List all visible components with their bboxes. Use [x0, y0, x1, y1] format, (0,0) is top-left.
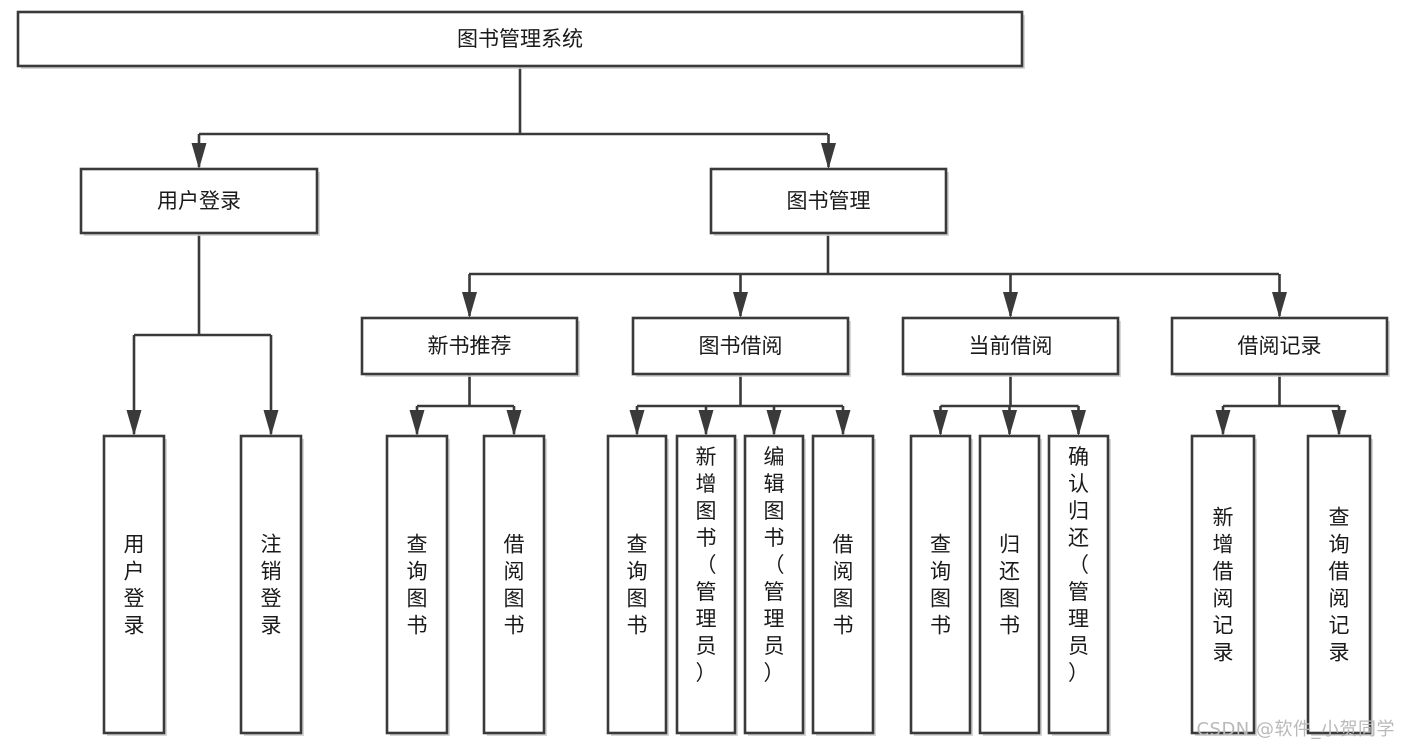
node-label: 编辑图书（管理员） — [764, 445, 785, 685]
node-leaf-confirm-return-admin[interactable]: 确认归还（管理员） — [1047, 434, 1111, 736]
node-label: 查询图书 — [627, 533, 648, 638]
arrow-head-icon — [629, 410, 645, 436]
node-leaf-add-book-admin[interactable]: 新增图书（管理员） — [675, 434, 738, 736]
node-rect — [606, 434, 668, 735]
node-leaf-borrow-book[interactable]: 借阅图书 — [811, 434, 876, 736]
node-leaf-query-book-borrow[interactable]: 查询图书 — [606, 434, 669, 736]
csdn-watermark: CSDN @软件_小贺同学 — [1196, 719, 1395, 740]
node-rect — [1190, 434, 1256, 735]
arrow-head-icon — [821, 143, 836, 169]
node-label: 查询图书 — [930, 533, 951, 638]
node-rect — [709, 167, 948, 235]
node-label: 借阅图书 — [504, 533, 525, 638]
node-label: 注销登录 — [261, 533, 282, 638]
node-rect — [1306, 434, 1372, 735]
arrow-head-icon — [1003, 292, 1018, 318]
node-label: 图书管理 — [787, 189, 871, 213]
node-rect — [675, 434, 737, 735]
arrow-head-icon — [766, 410, 782, 436]
node-label: 用户登录 — [124, 533, 145, 638]
arrow-head-icon — [733, 292, 748, 318]
node-rect — [811, 434, 875, 735]
node-rect — [239, 434, 303, 735]
node-rect — [743, 434, 805, 735]
arrow-head-icon — [1272, 292, 1287, 318]
node-rect — [631, 316, 850, 376]
arrow-head-icon — [1002, 410, 1017, 436]
node-label: 查询图书 — [407, 533, 428, 638]
node-rect — [1047, 434, 1110, 735]
node-label: 图书借阅 — [699, 334, 783, 358]
arrow-head-icon — [462, 292, 477, 318]
node-leaf-query-book-recommend[interactable]: 查询图书 — [385, 434, 450, 736]
node-label: 查询借阅记录 — [1329, 506, 1350, 665]
arrow-head-icon — [126, 410, 142, 436]
arrow-head-icon — [835, 410, 851, 436]
connector-layer — [126, 66, 1347, 436]
arrow-head-icon — [1071, 410, 1086, 436]
node-rect — [16, 10, 1024, 68]
arrow-head-icon — [933, 410, 948, 436]
node-leaf-query-borrow-record[interactable]: 查询借阅记录 — [1306, 434, 1373, 736]
node-label: 确认归还（管理员） — [1068, 445, 1089, 685]
node-rect — [909, 434, 972, 735]
node-current-borrow[interactable]: 当前借阅 — [901, 316, 1121, 377]
node-rect — [901, 316, 1120, 376]
node-layer: 图书管理系统用户登录图书管理新书推荐图书借阅当前借阅借阅记录用户登录注销登录查询… — [16, 10, 1390, 736]
node-leaf-edit-book-admin[interactable]: 编辑图书（管理员） — [743, 434, 806, 736]
arrow-head-icon — [506, 410, 522, 436]
node-rect — [1170, 316, 1389, 376]
arrow-head-icon — [1215, 410, 1231, 436]
node-rect — [79, 167, 319, 235]
node-book-management[interactable]: 图书管理 — [709, 167, 949, 236]
arrow-head-icon — [263, 410, 279, 436]
arrow-head-icon — [1331, 410, 1347, 436]
node-borrow-records[interactable]: 借阅记录 — [1170, 316, 1390, 377]
node-rect — [102, 434, 166, 735]
arrow-head-icon — [409, 410, 425, 436]
node-user-login[interactable]: 用户登录 — [79, 167, 320, 236]
node-label: 用户登录 — [157, 189, 241, 213]
node-leaf-logout[interactable]: 注销登录 — [239, 434, 304, 736]
node-label: 借阅记录 — [1238, 334, 1322, 358]
node-rect — [978, 434, 1041, 735]
node-leaf-query-book-current[interactable]: 查询图书 — [909, 434, 973, 736]
node-leaf-add-borrow-record[interactable]: 新增借阅记录 — [1190, 434, 1257, 736]
node-rect — [360, 316, 579, 376]
node-label: 新书推荐 — [428, 334, 512, 358]
node-root[interactable]: 图书管理系统 — [16, 10, 1025, 69]
node-new-book-recommend[interactable]: 新书推荐 — [360, 316, 580, 377]
node-label: 借阅图书 — [833, 533, 854, 638]
node-label: 归还图书 — [999, 533, 1020, 638]
node-rect — [482, 434, 546, 735]
node-leaf-return-book[interactable]: 归还图书 — [978, 434, 1042, 736]
arrow-head-icon — [698, 410, 714, 436]
node-label: 新增借阅记录 — [1213, 506, 1234, 665]
node-label: 新增图书（管理员） — [696, 445, 717, 685]
arrow-head-icon — [191, 143, 207, 169]
node-book-borrow[interactable]: 图书借阅 — [631, 316, 851, 377]
node-leaf-borrow-book-recommend[interactable]: 借阅图书 — [482, 434, 547, 736]
node-label: 当前借阅 — [969, 334, 1053, 358]
node-leaf-user-login[interactable]: 用户登录 — [102, 434, 167, 736]
node-label: 图书管理系统 — [457, 27, 583, 51]
node-rect — [385, 434, 449, 735]
